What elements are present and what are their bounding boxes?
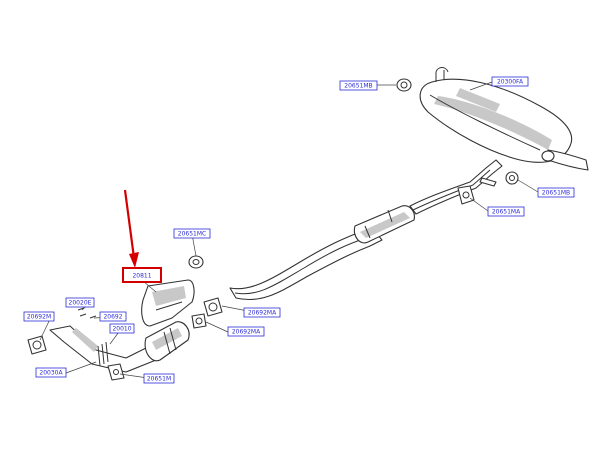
rear-muffler	[419, 67, 589, 171]
mount-center	[188, 255, 204, 269]
label-bracket-left-text: 20030A	[39, 370, 63, 377]
label-clip-b-text: 20692	[103, 314, 122, 321]
leader-lines	[39, 81, 539, 379]
label-gasket-mid-text: 20692MA	[248, 310, 277, 317]
label-gasket-front: 20692MA	[227, 326, 265, 337]
red-arrow	[123, 189, 139, 268]
label-muffler-mount-top: 20651MB	[339, 80, 378, 91]
label-gasket-front-text: 20692MA	[232, 329, 261, 336]
label-muffler-mount-right-text: 20651MB	[542, 190, 570, 197]
label-center-mount: 20651MC	[173, 228, 211, 239]
label-rear-muffler: 20300FA	[491, 76, 529, 87]
label-rear-muffler-text: 20300FA	[497, 79, 524, 86]
gasket-front	[191, 313, 207, 329]
center-resonator	[353, 205, 415, 244]
label-hanger-bottom: 20651M	[143, 373, 175, 384]
mount-top	[396, 78, 412, 92]
label-gasket-mid: 20692MA	[243, 307, 281, 318]
label-clip-b: 20692	[99, 311, 127, 322]
label-front-gasket-left-text: 20692M	[27, 314, 51, 321]
gasket-left	[27, 335, 47, 355]
label-clip-a: 20020E	[65, 297, 95, 308]
label-front-gasket-left: 20692M	[23, 311, 55, 322]
label-heat-shield: 20811	[122, 267, 162, 283]
bracket-bottom	[107, 363, 125, 381]
label-clip-a-text: 20020E	[69, 300, 92, 307]
center-pipe	[229, 227, 383, 301]
label-hanger-bottom-text: 20651M	[147, 376, 171, 383]
label-bracket-left: 20030A	[35, 367, 67, 378]
heat-shield	[141, 279, 195, 327]
gasket-mid	[203, 297, 223, 317]
mount-right	[505, 171, 519, 185]
label-muffler-mount-top-text: 20651MB	[344, 83, 372, 90]
label-hanger-mid-text: 20651MA	[492, 209, 521, 216]
catalytic-converter	[144, 321, 190, 362]
label-muffler-mount-right: 20651MB	[537, 187, 575, 198]
rear-pipe	[409, 159, 503, 215]
mount-mid	[457, 185, 475, 205]
label-center-mount-text: 20651MC	[178, 231, 206, 238]
clips	[77, 307, 97, 319]
label-front-pipe-text: 20010	[112, 326, 131, 333]
label-hanger-mid: 20651MA	[487, 206, 525, 217]
label-front-pipe: 20010	[109, 323, 135, 334]
label-heat-shield-text: 20811	[132, 273, 151, 280]
